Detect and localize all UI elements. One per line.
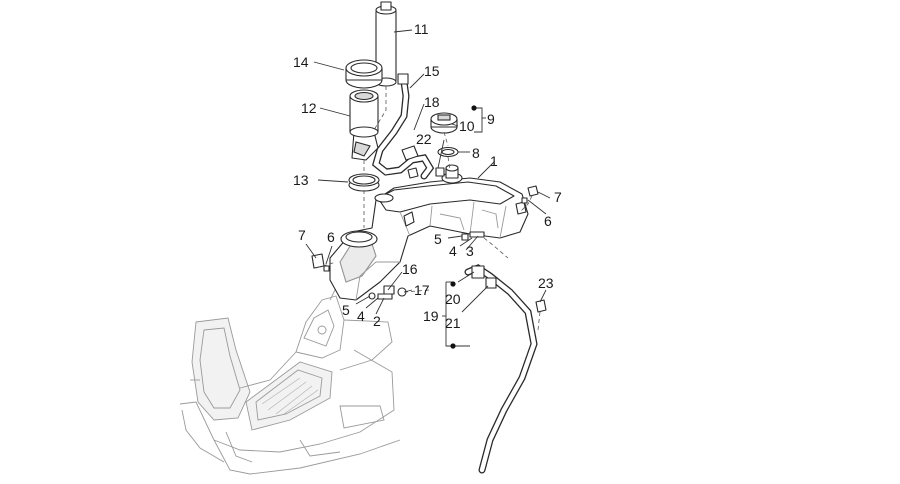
callout-2: 2 — [373, 313, 381, 329]
callout-22: 22 — [416, 131, 432, 147]
callout-7-left: 7 — [298, 227, 306, 243]
callout-13: 13 — [293, 172, 309, 188]
callout-4-lower: 4 — [357, 308, 365, 324]
callout-6-right: 6 — [544, 213, 552, 229]
assembly-axes — [315, 86, 541, 331]
callout-19: 19 — [423, 308, 439, 324]
callout-10: 10 — [459, 118, 475, 134]
callout-3: 3 — [466, 243, 474, 259]
leader-lines — [305, 29, 551, 347]
fuel-pump — [349, 89, 379, 161]
callout-18: 18 — [424, 94, 440, 110]
callout-20: 20 — [445, 291, 461, 307]
fuel-delivery-hose — [371, 73, 435, 180]
callout-labels: 1 2 3 4 4 5 5 6 6 7 7 8 9 10 11 12 13 14… — [293, 21, 562, 331]
callout-4-tank: 4 — [449, 243, 457, 259]
callout-15: 15 — [424, 63, 440, 79]
fuel-tank — [329, 164, 529, 301]
callout-14: 14 — [293, 54, 309, 70]
callout-8: 8 — [472, 145, 480, 161]
callout-21: 21 — [445, 315, 461, 331]
callout-6-left: 6 — [327, 229, 335, 245]
callout-5-tank: 5 — [434, 231, 442, 247]
callout-1: 1 — [490, 153, 498, 169]
callout-5-lower: 5 — [342, 302, 350, 318]
group-brackets — [442, 105, 486, 349]
scooter-frame — [179, 279, 401, 475]
breather-hose — [464, 264, 538, 474]
callout-17: 17 — [414, 282, 430, 298]
callout-23: 23 — [538, 275, 554, 291]
pump-lock-ring — [345, 59, 383, 89]
callout-12: 12 — [301, 100, 317, 116]
fuel-level-sender — [375, 1, 397, 87]
callout-9: 9 — [487, 111, 495, 127]
callout-16: 16 — [402, 261, 418, 277]
callout-7-right: 7 — [554, 189, 562, 205]
callout-11: 11 — [414, 21, 429, 37]
pump-gasket — [348, 173, 380, 192]
fasteners — [311, 185, 547, 313]
